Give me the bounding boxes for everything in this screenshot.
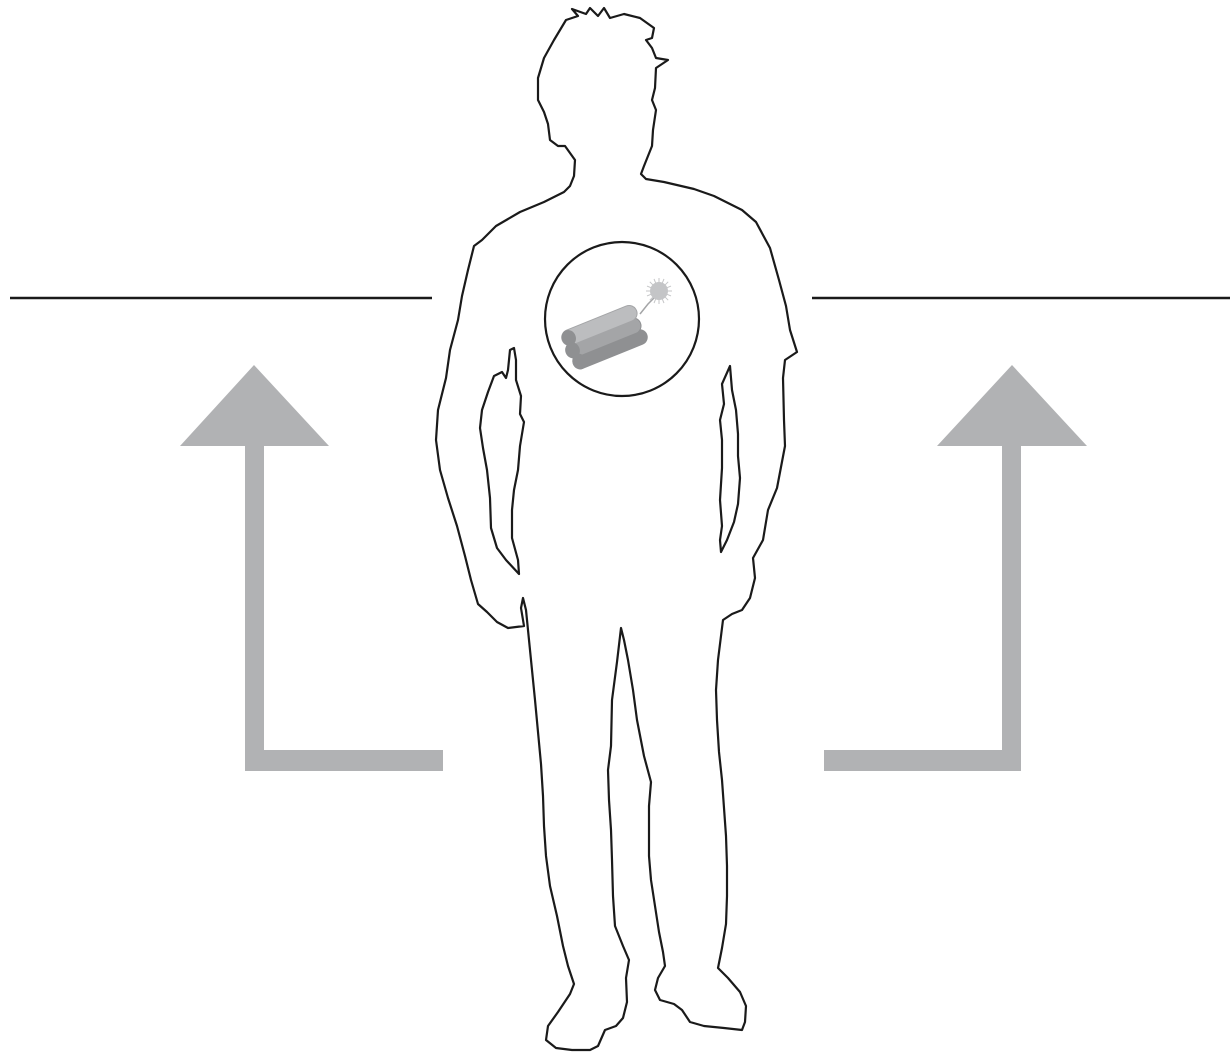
person-silhouette-icon — [436, 8, 797, 1050]
right-up-arrow — [824, 365, 1087, 771]
person-outline — [436, 8, 797, 1050]
left-up-arrow — [180, 365, 443, 771]
left-arrow-shape — [180, 365, 443, 771]
dynamite-badge — [545, 242, 699, 396]
right-arrow-shape — [824, 365, 1087, 771]
